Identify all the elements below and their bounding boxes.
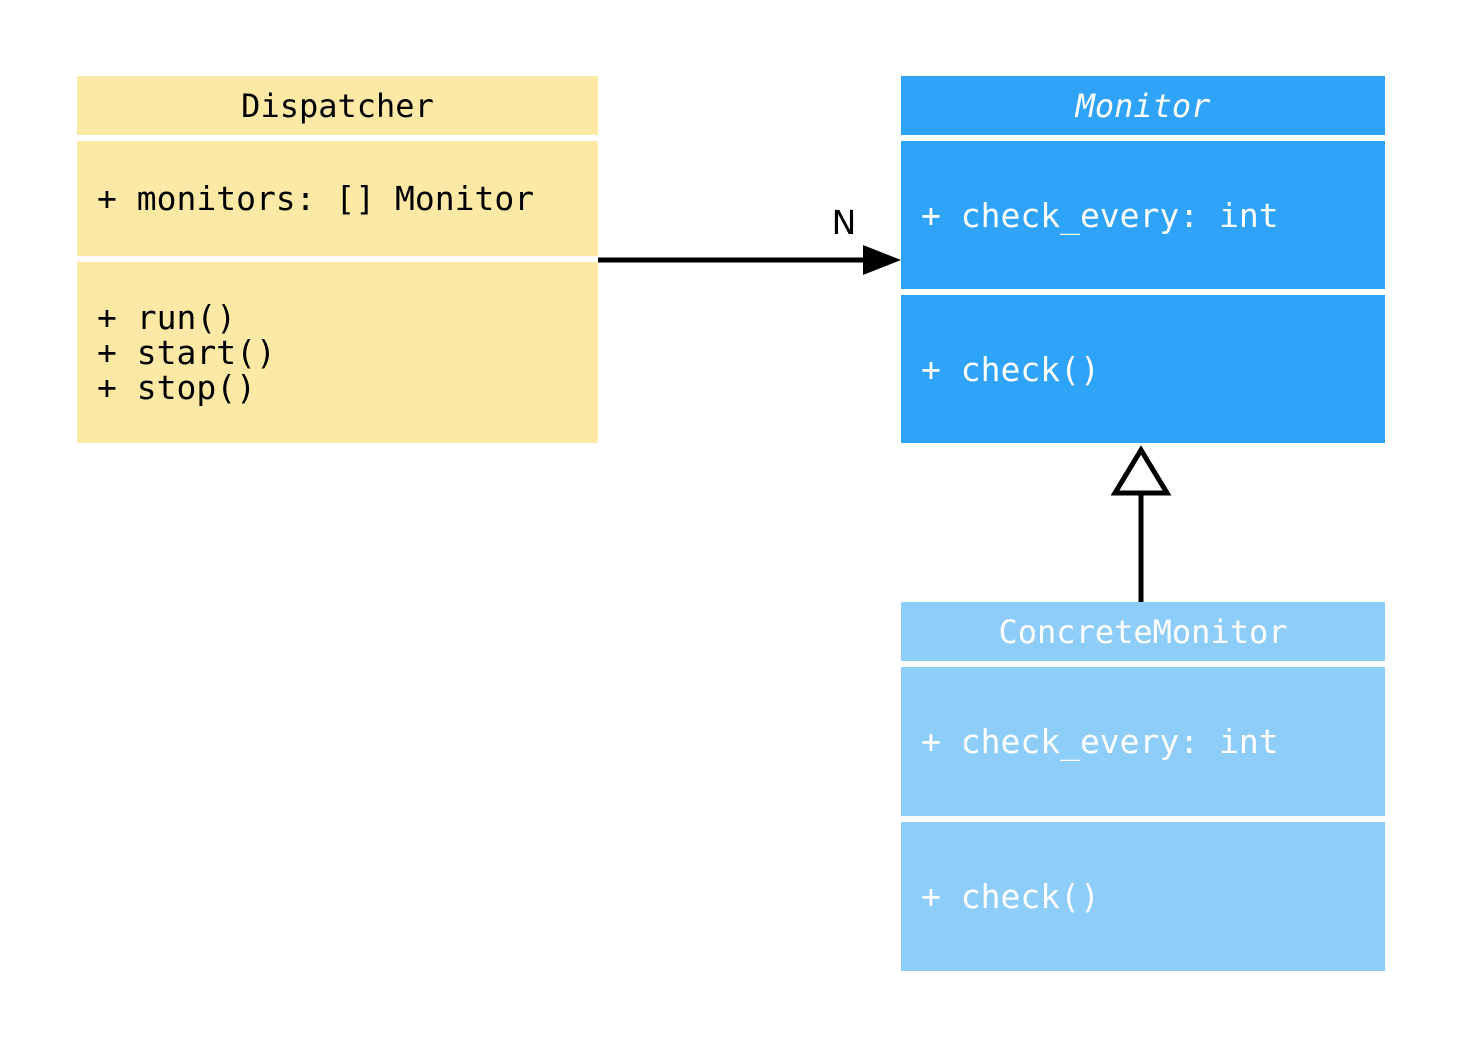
method-item: + run() — [97, 298, 237, 337]
class-attributes-dispatcher: + monitors: [] Monitor — [77, 141, 598, 256]
class-attributes-monitor: + check_every: int — [901, 141, 1385, 289]
attribute-item: + check_every: int — [921, 722, 1279, 761]
association-arrowhead-icon — [863, 245, 901, 275]
method-item: + stop() — [97, 368, 256, 407]
attribute-item: + monitors: [] Monitor — [97, 179, 535, 218]
class-title-monitor: Monitor — [901, 76, 1385, 135]
class-box-concrete-monitor: ConcreteMonitor + check_every: int + che… — [901, 602, 1385, 971]
association-multiplicity-label: N — [831, 203, 857, 242]
class-methods-dispatcher: + run() + start() + stop() — [77, 262, 598, 443]
class-box-dispatcher: Dispatcher + monitors: [] Monitor + run(… — [77, 76, 598, 443]
attribute-item: + check_every: int — [921, 195, 1279, 235]
class-methods-concrete-monitor: + check() — [901, 822, 1385, 971]
inheritance-triangle-icon — [1110, 445, 1172, 496]
method-item: + check() — [921, 877, 1100, 916]
class-attributes-concrete-monitor: + check_every: int — [901, 667, 1385, 816]
class-methods-monitor: + check() — [901, 295, 1385, 443]
method-item: + start() — [97, 333, 276, 372]
class-box-monitor: Monitor + check_every: int + check() — [901, 76, 1385, 443]
class-title-concrete-monitor: ConcreteMonitor — [901, 602, 1385, 661]
method-item: + check() — [921, 349, 1100, 389]
class-title-dispatcher: Dispatcher — [77, 76, 598, 135]
